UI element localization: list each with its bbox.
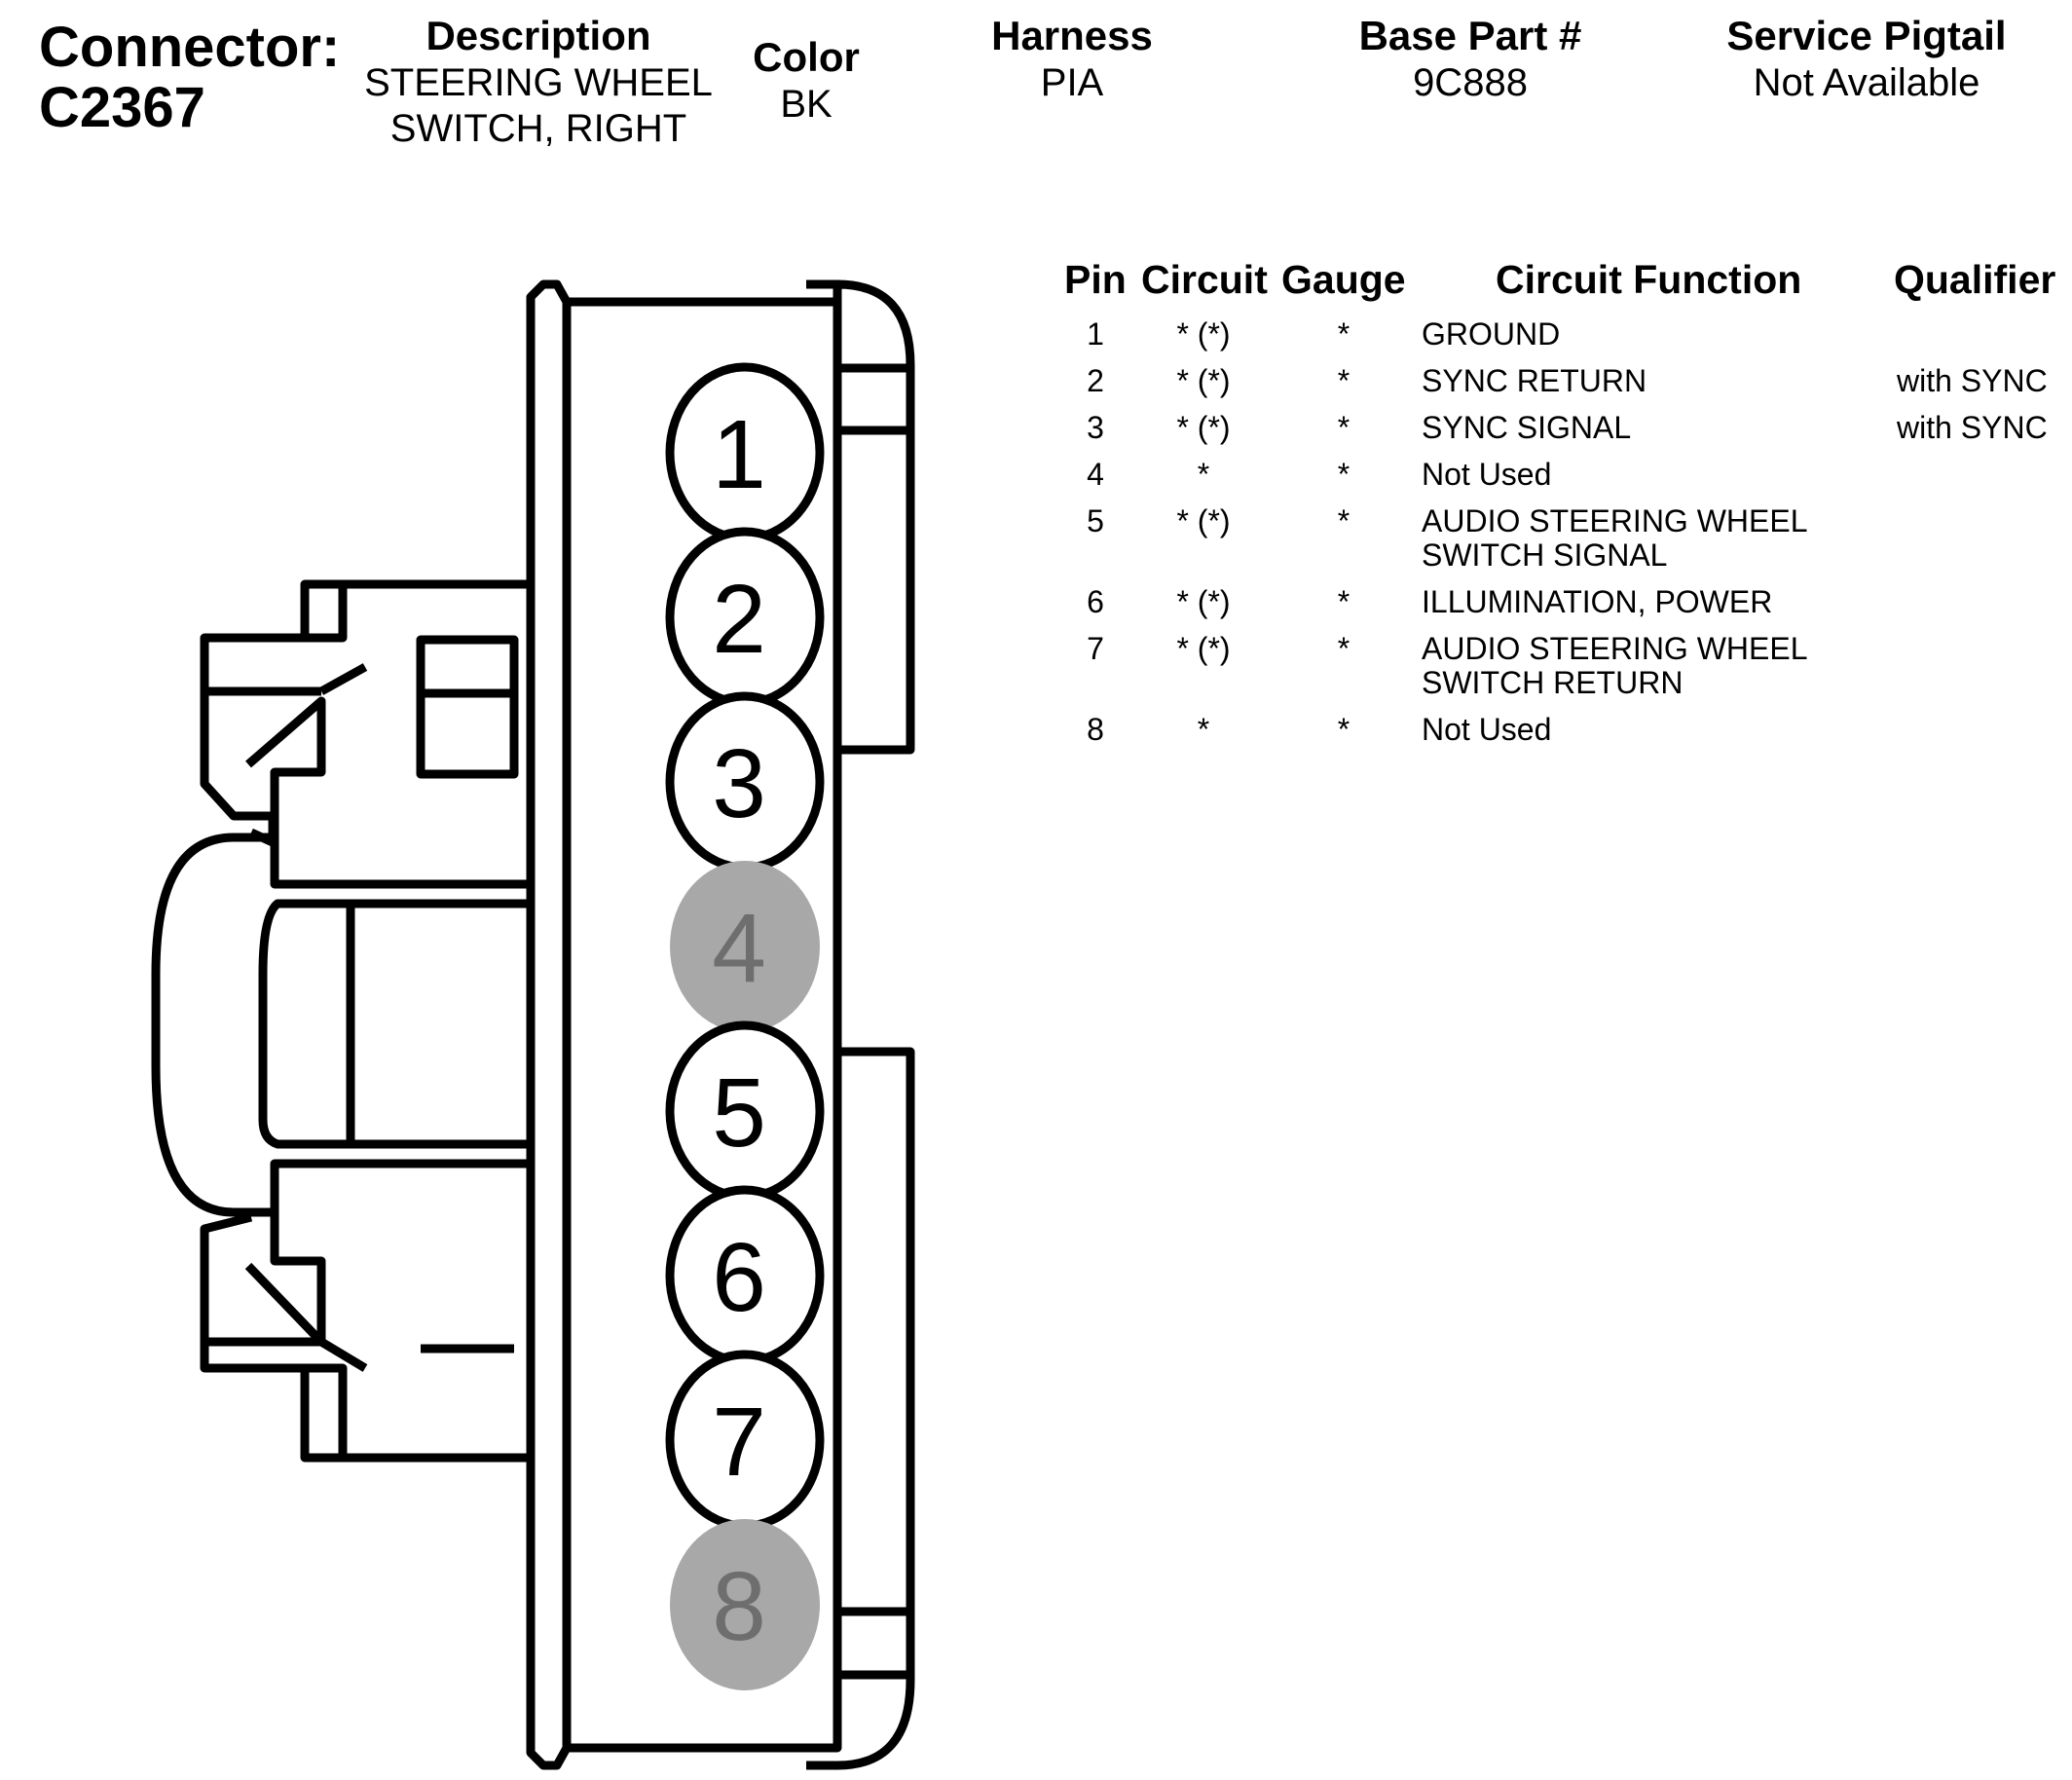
connector-pin-5: 5 [665, 1020, 825, 1202]
circuit-cell: * [1197, 457, 1210, 492]
circuit-cell: * (*) [1176, 631, 1231, 666]
gauge-cell: * [1337, 363, 1350, 398]
pin-label: 8 [712, 1552, 766, 1661]
description-label: Description [426, 13, 651, 58]
color-value: BK [780, 83, 832, 126]
pin-number-cell: 5 [1087, 503, 1104, 538]
gauge-header: Gauge [1281, 257, 1406, 302]
base-part-column: Base Part # 9C888 [1359, 12, 1582, 106]
circuit-function-header: Circuit Function [1496, 257, 1802, 302]
latch-lower [244, 1212, 326, 1347]
gauge-cell: * [1337, 503, 1350, 538]
circuit-header: Circuit [1141, 257, 1268, 302]
pin-label: 2 [712, 565, 766, 674]
circuit-cell: * (*) [1176, 363, 1231, 398]
pin-number-cell: 3 [1087, 410, 1104, 445]
gauge-cell: * [1337, 631, 1350, 666]
pin-number-cell: 2 [1087, 363, 1104, 398]
gauge-cell: * [1337, 712, 1350, 747]
connector-pins: 1 2 3 4 5 6 7 8 [665, 362, 825, 1690]
gauge-cell: * [1337, 316, 1350, 352]
connector-id: C2367 [39, 76, 205, 139]
harness-column: Harness PIA [991, 12, 1153, 106]
circuit-function-cell: Not Used [1422, 457, 1552, 492]
color-column: Color BK [753, 33, 860, 128]
top-right-tab [832, 279, 915, 755]
circuit-function-cell: Not Used [1422, 712, 1552, 747]
description-column: Description STEERING WHEEL SWITCH, RIGHT [364, 12, 713, 152]
qualifier-cell: with SYNC [1897, 410, 2048, 445]
bottom-right-tab [806, 1047, 915, 1770]
qualifier-header: Qualifier [1894, 257, 2056, 302]
gauge-cell: * [1337, 584, 1350, 619]
pin-label: 3 [712, 729, 766, 838]
pin-label: 6 [712, 1223, 766, 1332]
pin-number-cell: 4 [1087, 457, 1104, 492]
harness-value: PIA [1040, 61, 1104, 104]
pin-label: 4 [712, 894, 766, 1003]
circuit-cell: * (*) [1176, 584, 1231, 619]
circuit-function-cell: AUDIO STEERING WHEEL [1422, 631, 1808, 666]
circuit-function-cell: ILLUMINATION, POWER [1422, 584, 1773, 619]
color-label: Color [753, 34, 860, 80]
housing-left-rail [526, 279, 572, 1770]
circuit-cell: * [1197, 712, 1210, 747]
pin-label: 1 [712, 400, 766, 509]
service-pigtail-label: Service Pigtail [1726, 13, 2007, 58]
circuit-function-cell: SWITCH SIGNAL [1422, 538, 1668, 573]
gauge-cell: * [1337, 457, 1350, 492]
pin-label: 5 [712, 1058, 766, 1168]
pin-number-cell: 7 [1087, 631, 1104, 666]
circuit-function-cell: SYNC SIGNAL [1422, 410, 1632, 445]
circuit-function-cell: GROUND [1422, 316, 1561, 352]
circuit-cell: * (*) [1176, 410, 1231, 445]
connector-pin-1: 1 [665, 362, 825, 543]
pin-cavity [670, 1519, 820, 1690]
connector-label: Connector: [39, 16, 341, 79]
latch-window-upper [416, 635, 519, 779]
latch-center [151, 833, 275, 1217]
pin-label: 7 [712, 1388, 766, 1497]
circuit-cell: * (*) [1176, 316, 1231, 352]
connector-pin-6: 6 [665, 1185, 825, 1366]
service-pigtail-column: Service Pigtail Not Available [1726, 12, 2006, 106]
harness-label: Harness [991, 13, 1153, 58]
pin-number-cell: 8 [1087, 712, 1104, 747]
circuit-function-cell: SWITCH RETURN [1422, 665, 1684, 700]
qualifier-cell: with SYNC [1897, 363, 2048, 398]
circuit-function-cell: SYNC RETURN [1422, 363, 1647, 398]
base-part-value: 9C888 [1413, 61, 1528, 104]
circuit-function-cell: AUDIO STEERING WHEEL [1422, 503, 1808, 538]
pin-number-cell: 6 [1087, 584, 1104, 619]
latch-upper [200, 579, 531, 847]
connector-pin-8: 8 [670, 1519, 820, 1690]
description-line-2: SWITCH, RIGHT [389, 107, 687, 150]
service-pigtail-value: Not Available [1753, 61, 1980, 104]
pin-header: Pin [1064, 257, 1127, 302]
description-line-1: STEERING WHEEL [364, 61, 713, 104]
housing-body [567, 297, 842, 1753]
base-part-label: Base Part # [1358, 13, 1582, 58]
pin-cavity [670, 861, 820, 1032]
connector-pin-2: 2 [665, 527, 825, 708]
connector-pin-4: 4 [670, 861, 820, 1032]
connector-heading: Connector: C2367 [39, 18, 340, 138]
connector-pin-3: 3 [665, 691, 825, 872]
connector-pin-7: 7 [665, 1350, 825, 1531]
circuit-cell: * (*) [1176, 503, 1231, 538]
connector-housing-outline [151, 279, 915, 1770]
gauge-cell: * [1337, 410, 1350, 445]
pin-number-cell: 1 [1087, 316, 1104, 352]
